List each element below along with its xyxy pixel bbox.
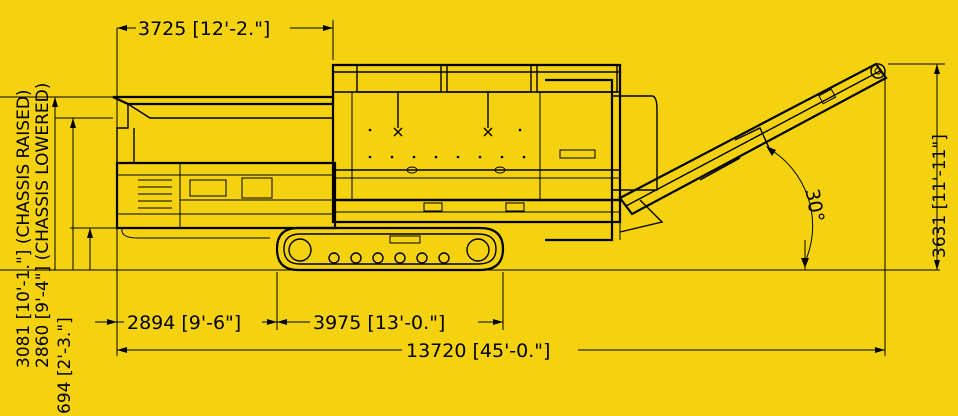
machine-outline [112, 62, 888, 272]
dim-track-length: 3975 [13'-0."] [313, 312, 445, 334]
reference-lines [0, 20, 945, 356]
dim-conveyor-height: 3631 [11'-11"] [930, 134, 950, 258]
dim-conveyor-angle: 30° [801, 187, 829, 224]
dim-height-lowered: 2860 [9'-4"] (CHASSIS LOWERED) [33, 83, 53, 368]
dim-height-raised: 3081 [10'-1."] (CHASSIS RAISED) [14, 89, 34, 368]
dim-track-offset: 2894 [9'-6"] [127, 312, 241, 334]
dim-ground-clearance: 694 [2'-3."] [55, 317, 75, 414]
dim-top-span: 3725 [12'-2."] [138, 18, 270, 40]
dimension-lines [52, 25, 940, 353]
dim-overall-length: 13720 [45'-0."] [406, 340, 550, 362]
